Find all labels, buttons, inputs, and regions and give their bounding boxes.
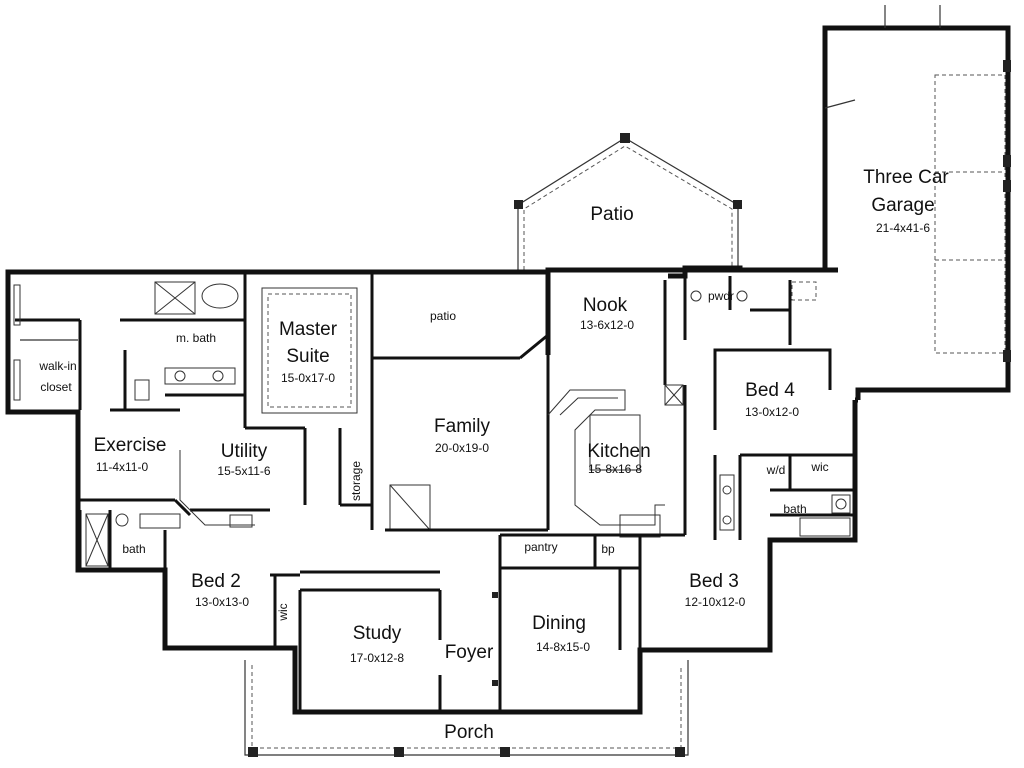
utility-dims: 15-5x11-6 [217,464,270,478]
master-suite-label-line2: Suite [286,346,329,367]
bed3-label: Bed 3 [689,571,739,592]
patio-label: Patio [590,204,633,225]
upper-patio [514,133,742,270]
nook-label: Nook [583,295,628,316]
bed4-bath-label: bath [783,502,806,516]
interior-walls [13,272,855,712]
pantry-label: pantry [524,540,557,554]
study-label: Study [353,623,402,644]
bed4-wic-label: wic [810,460,828,474]
kitchen-dims: 15-8x16-8 [588,462,642,476]
wd-label: w/d [766,463,786,477]
exercise-dims: 11-4x11-0 [96,460,149,474]
storage-label: storage [349,461,363,501]
dining-label: Dining [532,613,586,634]
patio-lower-label: patio [430,309,456,323]
exercise-label: Exercise [94,435,167,456]
utility-label: Utility [221,441,268,462]
master-suite-dims: 15-0x17-0 [281,371,335,385]
bed2-dims: 13-0x13-0 [195,595,249,609]
bed2-label: Bed 2 [191,571,241,592]
garage-label-line1: Three Car [863,167,949,188]
porch [244,660,689,757]
kitchen-label: Kitchen [587,441,650,462]
nook-dims: 13-6x12-0 [580,318,634,332]
room-labels: Three Car Garage 21-4x41-6 Patio patio N… [38,167,949,743]
bed2-wic-label: wic [276,603,290,621]
walk-in-closet-label-line1: walk-in [38,359,76,373]
porch-label: Porch [444,722,494,743]
master-suite-label-line1: Master [279,319,338,340]
study-dims: 17-0x12-8 [350,651,404,665]
bed4-dims: 13-0x12-0 [745,405,799,419]
garage-dims: 21-4x41-6 [876,221,930,235]
bp-label: bp [601,542,615,556]
pwdr-label: pwdr [708,289,734,303]
family-label: Family [434,416,490,437]
m-bath-label: m. bath [176,331,216,345]
bed2-bath-label: bath [122,542,145,556]
family-dims: 20-0x19-0 [435,441,489,455]
walk-in-closet-label-line2: closet [40,380,72,394]
dining-dims: 14-8x15-0 [536,640,590,654]
garage-label-line2: Garage [871,195,934,216]
bed3-dims: 12-10x12-0 [685,595,746,609]
foyer-label: Foyer [445,642,494,663]
bed4-label: Bed 4 [745,380,795,401]
